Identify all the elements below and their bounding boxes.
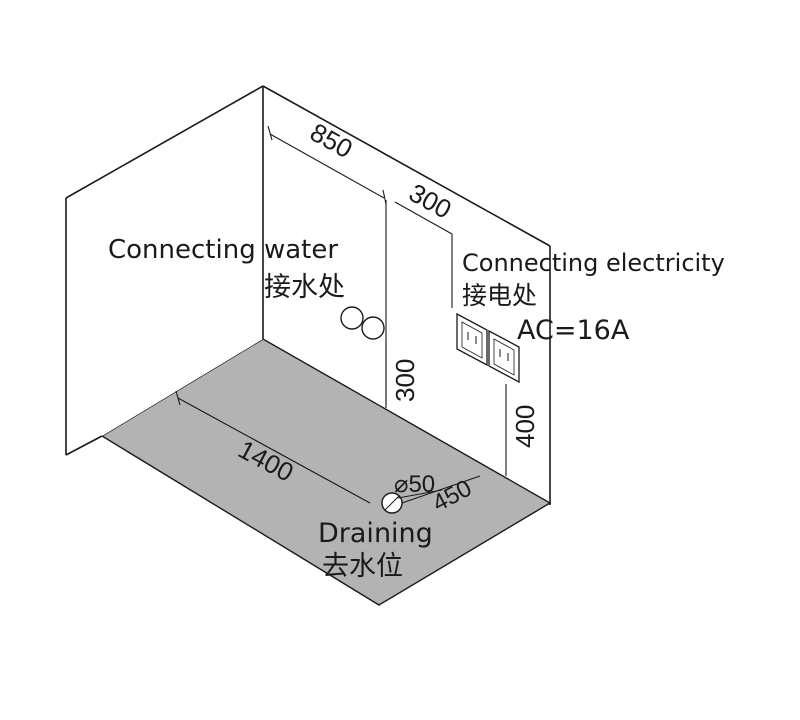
drain-label-en: Draining — [318, 518, 433, 549]
left-wall-top-edge — [65, 85, 264, 199]
water-label-en: Connecting water — [108, 235, 338, 265]
dimension-400-vertical: 400 — [505, 384, 540, 476]
dimension-300-vertical-label: 300 — [390, 359, 420, 402]
dimension-850: 850 — [267, 117, 387, 205]
dimension-850-label: 850 — [305, 117, 357, 164]
drain-label-zh: 去水位 — [322, 551, 403, 582]
left-wall — [66, 86, 263, 455]
dimension-300-horizontal: 300 — [394, 177, 457, 235]
water-label-zh: 接水处 — [264, 272, 345, 303]
dimension-300-horizontal-label: 300 — [404, 177, 456, 224]
electric-label-en: Connecting electricity — [462, 249, 725, 277]
ac-rating-label: AC=16A — [517, 315, 630, 346]
water-connector-icon — [340, 306, 385, 340]
left-wall-bottom-edge — [65, 435, 103, 456]
electric-label-zh: 接电处 — [462, 281, 537, 310]
dimension-400-vertical-label: 400 — [510, 405, 540, 448]
back-wall-top-edge — [262, 85, 551, 247]
drain-offset-leader — [401, 475, 481, 504]
socket-icon — [488, 329, 520, 384]
socket-icon — [456, 312, 488, 367]
dimension-300-vertical: 300 — [385, 340, 420, 404]
drain-diameter-label: ⌀50 — [394, 471, 435, 498]
